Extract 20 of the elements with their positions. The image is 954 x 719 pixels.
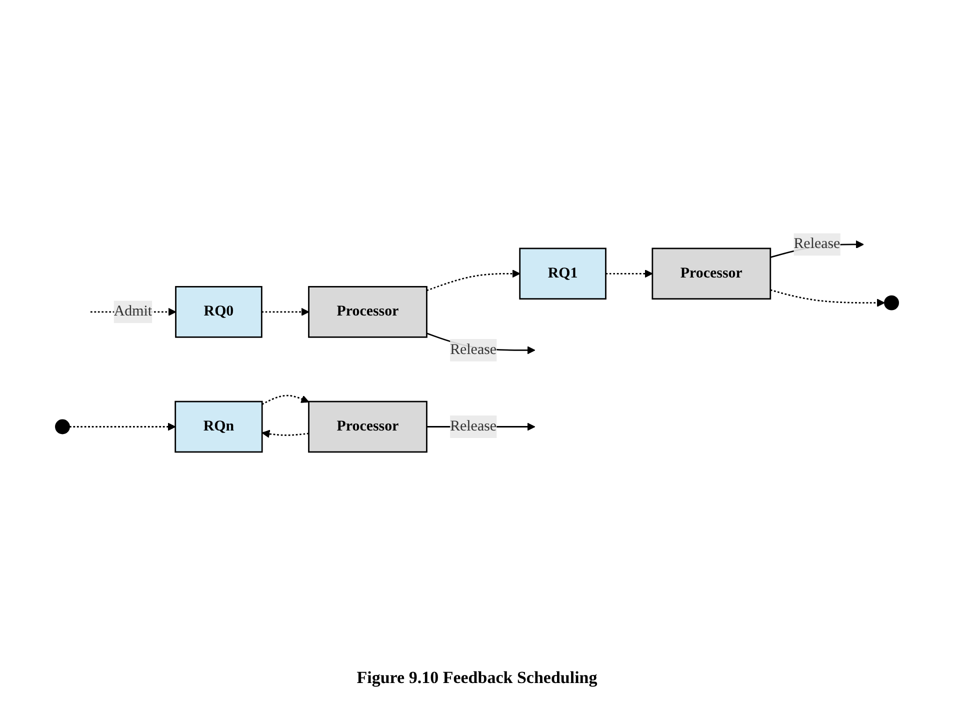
node-box: RQ1 [519,248,606,300]
arrow [69,422,176,432]
node-circle [55,420,70,435]
node-box: Processor [308,286,428,338]
edge-label: Release [450,342,497,358]
node-box: RQ0 [175,286,262,338]
edge-label: Release [794,236,840,252]
edge-label: Release [450,418,497,435]
edge-label: Admit [114,304,152,320]
arrow [770,290,885,308]
arrow [262,308,310,316]
arrow [262,395,310,406]
node-box: Processor [308,401,428,453]
arrow [426,270,520,292]
figure-caption: Figure 9.10 Feedback Scheduling [356,668,598,688]
node-box: RQn [174,401,263,453]
arrow [262,430,309,438]
node-circle [884,296,899,311]
node-box: Processor [652,248,772,300]
arrow [606,270,653,278]
